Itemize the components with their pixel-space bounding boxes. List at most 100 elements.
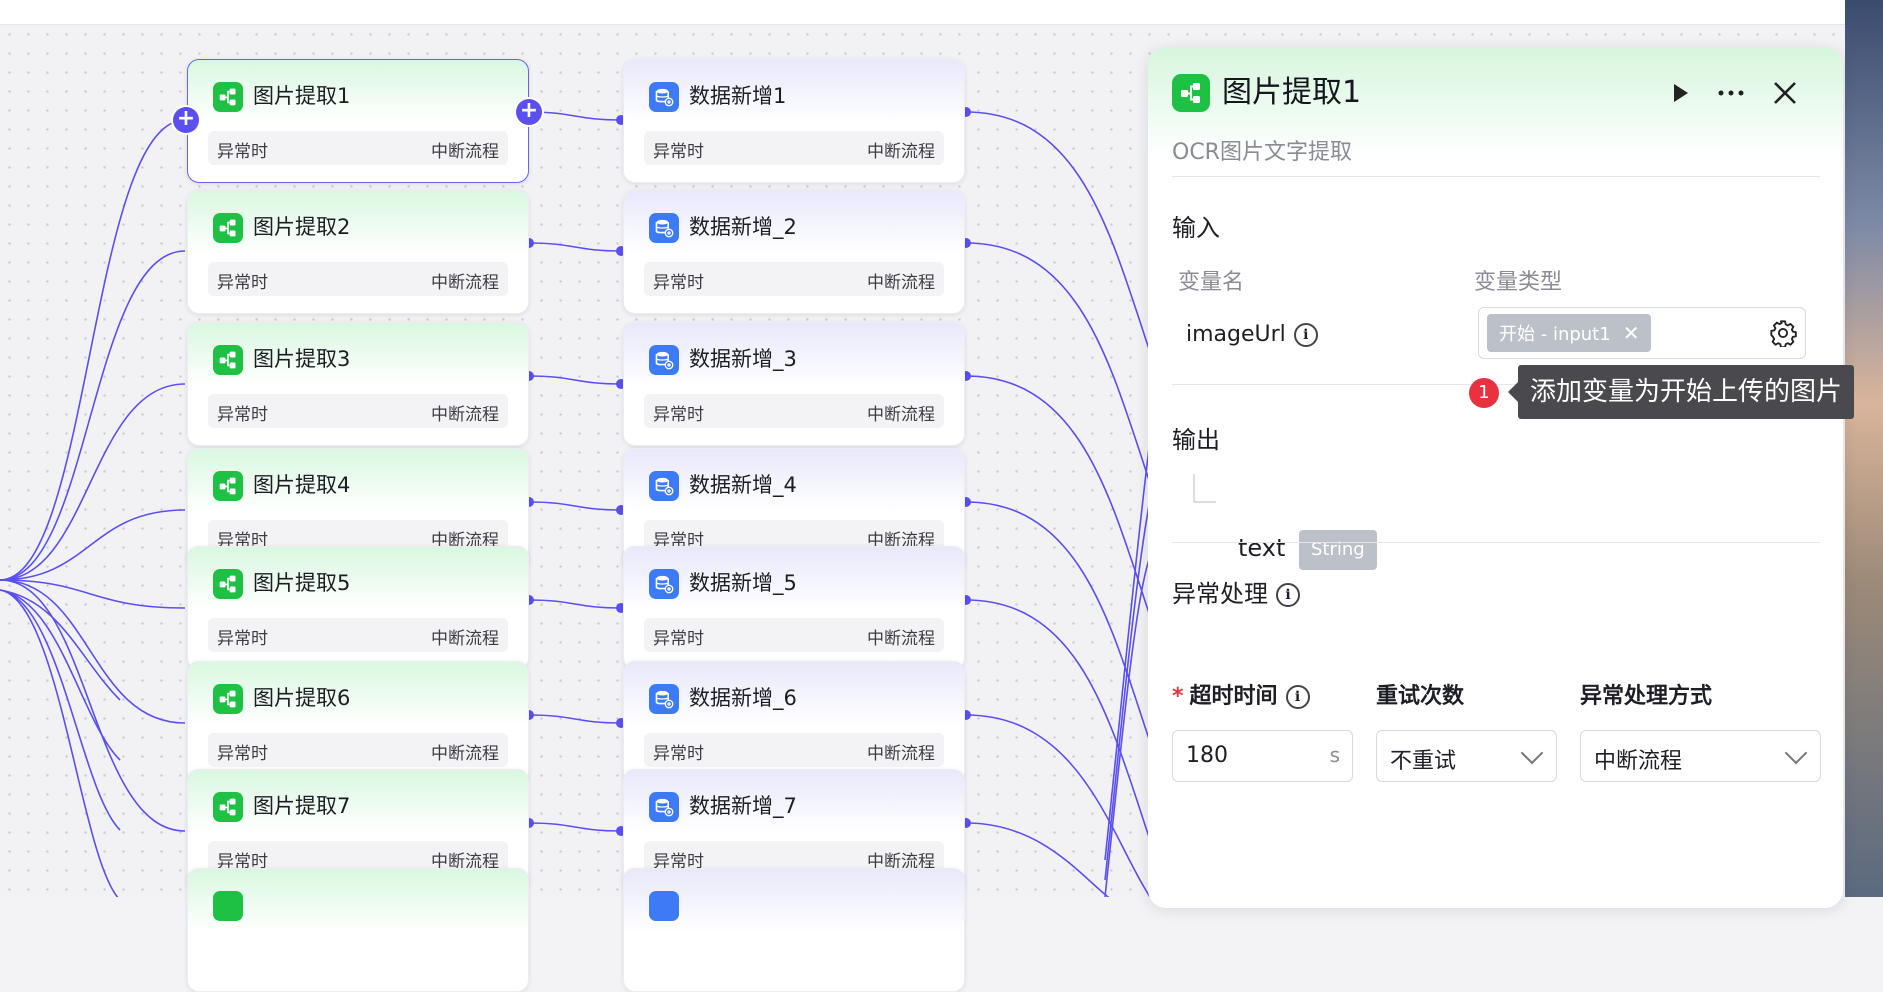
- run-button[interactable]: [1662, 74, 1700, 112]
- node-title: 数据新增_3: [689, 347, 797, 371]
- gear-icon[interactable]: [1769, 319, 1797, 347]
- node-title: 图片提取3: [253, 347, 351, 371]
- node-title: 图片提取7: [253, 794, 351, 818]
- node-footer-label: 异常时: [653, 142, 704, 162]
- node-footer-label: 异常时: [653, 273, 704, 293]
- image-extract-node[interactable]: 图片提取1 异常时中断流程: [187, 59, 529, 183]
- image-extract-node[interactable]: 图片提取6 异常时 中断流程: [187, 661, 529, 785]
- node-footer-label: 异常时: [653, 405, 704, 425]
- chevron-down-icon: [1520, 741, 1544, 765]
- database-add-icon: [649, 345, 679, 375]
- data-insert-node[interactable]: 数据新增_6 异常时中断流程: [623, 661, 965, 785]
- timeout-label-text: 超时时间: [1189, 684, 1278, 709]
- info-icon[interactable]: i: [1293, 323, 1318, 347]
- node-title: 图片提取6: [253, 686, 351, 710]
- add-output-plus-icon[interactable]: +: [516, 99, 542, 125]
- node-title: 数据新增_6: [689, 686, 797, 710]
- node-title: 数据新增_4: [689, 473, 797, 497]
- node-footer: 异常时中断流程: [644, 733, 944, 767]
- handling-select[interactable]: 中断流程: [1580, 730, 1821, 782]
- add-input-plus-icon[interactable]: +: [173, 107, 199, 133]
- background-wallpaper-strip: [1845, 0, 1883, 897]
- node-footer-label: 异常时: [217, 142, 268, 162]
- data-insert-node[interactable]: [623, 868, 965, 992]
- database-add-icon: [649, 684, 679, 714]
- image-extract-icon: [213, 471, 243, 501]
- var-name-header: 变量名: [1178, 270, 1245, 295]
- node-title: 图片提取1: [253, 84, 351, 108]
- node-footer-label: 异常时: [653, 852, 704, 872]
- node-footer-value: 中断流程: [867, 852, 935, 872]
- panel-header-bg: [1148, 48, 1843, 158]
- node-footer-label: 异常时: [217, 744, 268, 764]
- node-footer: 异常时中断流程: [208, 131, 508, 165]
- database-add-icon: [649, 213, 679, 243]
- tree-branch-icon: [1193, 474, 1216, 503]
- guide-tooltip: 添加变量为开始上传的图片: [1507, 365, 1855, 419]
- node-footer-value: 中断流程: [431, 852, 499, 872]
- node-footer: 异常时 中断流程: [208, 733, 508, 767]
- chevron-down-icon: [1784, 741, 1808, 765]
- image-extract-icon: [213, 569, 243, 599]
- image-extract-icon: [213, 891, 243, 921]
- data-insert-node[interactable]: 数据新增1 异常时中断流程: [623, 59, 965, 183]
- image-extract-icon: [213, 345, 243, 375]
- node-title: 数据新增_2: [689, 215, 797, 239]
- node-title: 图片提取5: [253, 571, 351, 595]
- node-footer-value: 中断流程: [431, 744, 499, 764]
- image-extract-node[interactable]: [187, 868, 529, 992]
- remove-tag-icon[interactable]: ✕: [1622, 321, 1640, 345]
- node-footer: 异常时中断流程: [644, 618, 944, 652]
- timeout-unit: s: [1329, 743, 1340, 767]
- node-footer: 异常时中断流程: [644, 131, 944, 165]
- data-insert-node[interactable]: 数据新增_5 异常时中断流程: [623, 546, 965, 670]
- divider: [1172, 176, 1820, 177]
- timeout-label: *超时时间 i: [1172, 678, 1310, 710]
- required-mark: *: [1172, 684, 1184, 709]
- output-type-tag: String: [1299, 530, 1377, 570]
- var-value-tag: 开始 - input1✕: [1487, 314, 1652, 352]
- var-name-text: imageUrl: [1186, 322, 1286, 347]
- retry-label: 重试次数: [1376, 684, 1465, 709]
- close-icon: [1774, 82, 1796, 104]
- ellipsis-icon: [1718, 90, 1744, 96]
- node-footer: 异常时 中断流程: [644, 262, 944, 296]
- info-icon[interactable]: i: [1285, 685, 1310, 709]
- var-name-cell: imageUrl i: [1186, 322, 1318, 347]
- error-section-text: 异常处理: [1172, 580, 1268, 608]
- play-icon: [1674, 84, 1688, 102]
- image-extract-icon: [1172, 74, 1210, 112]
- handling-label: 异常处理方式: [1580, 684, 1713, 709]
- close-button[interactable]: [1766, 74, 1804, 112]
- retry-select[interactable]: 不重试: [1376, 730, 1557, 782]
- node-footer: 异常时 中断流程: [644, 394, 944, 428]
- node-title: 数据新增_5: [689, 571, 797, 595]
- var-type-header: 变量类型: [1474, 270, 1563, 295]
- database-add-icon: [649, 471, 679, 501]
- image-extract-icon: [213, 792, 243, 822]
- step-badge: 1: [1469, 378, 1499, 408]
- image-extract-node[interactable]: 图片提取5 异常时 中断流程: [187, 546, 529, 670]
- image-extract-icon: [213, 213, 243, 243]
- data-insert-node[interactable]: 数据新增_2 异常时 中断流程: [623, 190, 965, 314]
- info-icon[interactable]: i: [1276, 583, 1300, 607]
- data-insert-node[interactable]: 数据新增_3 异常时 中断流程: [623, 322, 965, 446]
- node-footer-value: 中断流程: [431, 273, 499, 293]
- node-footer-label: 异常时: [217, 629, 268, 649]
- image-extract-icon: [213, 684, 243, 714]
- node-footer-value: 中断流程: [867, 273, 935, 293]
- node-footer-value: 中断流程: [431, 629, 499, 649]
- database-add-icon: [649, 792, 679, 822]
- node-title: 数据新增1: [689, 84, 787, 108]
- more-button[interactable]: [1712, 74, 1750, 112]
- node-footer: 异常时中断流程: [208, 394, 508, 428]
- node-footer-value: 中断流程: [867, 405, 935, 425]
- node-footer-label: 异常时: [217, 852, 268, 872]
- node-footer: 异常时中断流程: [208, 262, 508, 296]
- top-toolbar: [0, 0, 1845, 25]
- var-value-select[interactable]: 开始 - input1✕: [1478, 307, 1806, 359]
- image-extract-node[interactable]: 图片提取3 异常时中断流程: [187, 322, 529, 446]
